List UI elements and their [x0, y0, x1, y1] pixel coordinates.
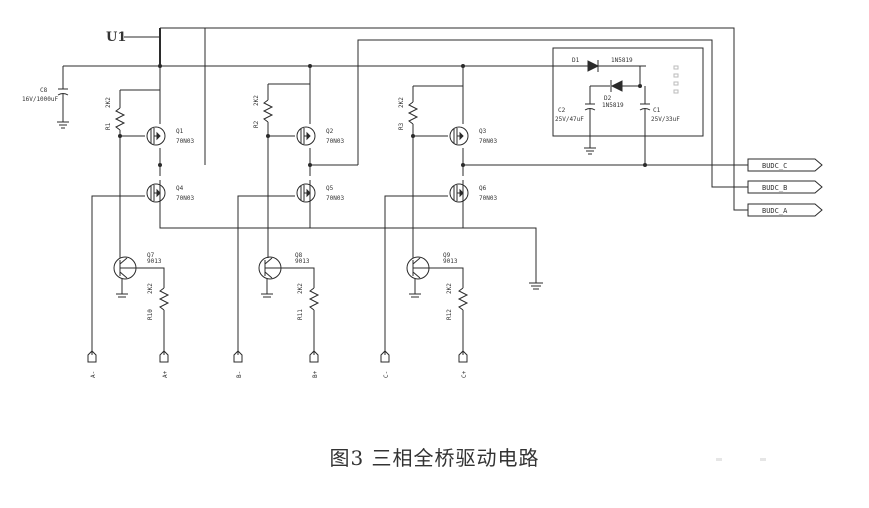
input-port-b-minus: B- — [233, 350, 243, 378]
svg-text:C+: C+ — [461, 370, 468, 378]
low-gate-wire — [91, 195, 145, 355]
base-resistor-c: 2K2 R12 — [438, 267, 469, 355]
junction — [461, 163, 465, 167]
svg-text:C1: C1 — [653, 107, 661, 114]
svg-text:R11: R11 — [297, 309, 304, 320]
bemf-block: D1 1N5819 D2 1N5819 C2 25V/47uF C — [552, 47, 704, 165]
phase-c: 2K2 R3 Q3 70N03 Q6 70N03 — [380, 66, 497, 378]
svg-text:R2: R2 — [253, 120, 260, 128]
svg-text:70N03: 70N03 — [176, 138, 194, 145]
gate-resistor-a: 2K2 R1 — [105, 89, 160, 258]
bjt-c: Q9 9013 — [406, 252, 458, 298]
svg-text:2K2: 2K2 — [147, 283, 154, 294]
gate-resistor-b: 2K2 R2 — [253, 83, 310, 258]
svg-text:B+: B+ — [312, 370, 319, 378]
svg-text:R3: R3 — [398, 122, 405, 130]
input-port-a-minus: A- — [87, 350, 97, 378]
mosfet-low-a: Q4 70N03 — [146, 180, 194, 205]
svg-text:A-: A- — [90, 371, 97, 378]
svg-text:Q2: Q2 — [326, 128, 334, 135]
svg-text:R12: R12 — [446, 309, 453, 320]
gate-resistor-c: 2K2 R3 — [398, 85, 463, 258]
cap-c1: C1 25V/33uF — [639, 86, 680, 165]
diode-d2: D2 1N5819 — [590, 80, 640, 109]
phase-a: 2K2 R1 Q1 70N03 Q4 70N03 — [87, 66, 194, 378]
input-port-b-plus: B+ — [309, 350, 319, 378]
input-port-c-minus: C- — [380, 350, 390, 378]
svg-text:9013: 9013 — [443, 258, 458, 265]
junction — [308, 163, 312, 167]
svg-text:2K2: 2K2 — [253, 95, 260, 106]
svg-text:R1: R1 — [105, 122, 112, 130]
svg-text:Q1: Q1 — [176, 128, 184, 135]
input-port-a-plus: A+ — [159, 350, 169, 378]
bjt-b: Q8 9013 — [258, 252, 310, 298]
base-resistor-a: 2K2 R10 — [140, 267, 170, 355]
svg-text:Q7: Q7 — [147, 252, 155, 259]
cap-c2: C2 25V/47uF — [555, 86, 596, 155]
output-port-budc-a: BUDC_A — [747, 203, 823, 217]
svg-text:C2: C2 — [558, 107, 566, 114]
svg-text:25V/33uF: 25V/33uF — [651, 116, 680, 123]
input-port-c-plus: C+ — [458, 350, 468, 378]
wire-phase-b — [357, 39, 748, 188]
phase-b: 2K2 R2 Q2 70N03 Q5 70N03 — [233, 66, 358, 378]
diode-d1: D1 1N5819 — [572, 57, 640, 72]
svg-text:70N03: 70N03 — [326, 195, 344, 202]
cap-main-ref: C8 — [40, 87, 48, 94]
svg-text:2K2: 2K2 — [446, 283, 453, 294]
svg-text:BUDC_C: BUDC_C — [762, 162, 787, 170]
junction — [158, 163, 162, 167]
svg-text:BUDC_B: BUDC_B — [762, 184, 787, 192]
low-gate-wire — [384, 195, 448, 355]
low-gate-wire — [237, 195, 295, 355]
svg-text:B-: B- — [236, 371, 243, 378]
mosfet-high-a: Q1 70N03 — [146, 66, 194, 176]
svg-text:R10: R10 — [147, 309, 154, 320]
svg-text:D2: D2 — [604, 95, 612, 102]
svg-text:Q8: Q8 — [295, 252, 303, 259]
ground-bus — [159, 205, 537, 283]
svg-text:Q6: Q6 — [479, 185, 487, 192]
svg-text:Q5: Q5 — [326, 185, 334, 192]
cap-main: C8 16V/1000uF — [22, 66, 69, 129]
svg-text:1N5819: 1N5819 — [611, 57, 633, 64]
svg-text:70N03: 70N03 — [479, 138, 497, 145]
svg-text:2K2: 2K2 — [398, 97, 405, 108]
bjt-a: Q7 9013 — [113, 252, 162, 298]
unlabeled-marks — [673, 65, 679, 94]
mosfet-low-b: Q5 70N03 — [296, 180, 344, 205]
ground-symbol — [529, 282, 543, 290]
svg-text:25V/47uF: 25V/47uF — [555, 116, 584, 123]
svg-text:2K2: 2K2 — [297, 283, 304, 294]
mosfet-high-c: Q3 70N03 — [449, 66, 497, 176]
output-port-budc-b: BUDC_B — [747, 180, 823, 194]
svg-text:2K2: 2K2 — [105, 97, 112, 108]
svg-text:Q3: Q3 — [479, 128, 487, 135]
svg-text:A+: A+ — [162, 370, 169, 378]
svg-text:Q4: Q4 — [176, 185, 184, 192]
speck — [760, 458, 766, 461]
svg-text:C-: C- — [383, 371, 390, 378]
figure-caption: 图3 三相全桥驱动电路 — [329, 446, 540, 470]
svg-text:Q9: Q9 — [443, 252, 451, 259]
circuit-schematic: U1 C8 16V/1000uF 2K2 R1 — [22, 27, 823, 378]
mosfet-low-c: Q6 70N03 — [449, 180, 497, 205]
svg-text:70N03: 70N03 — [176, 195, 194, 202]
bemf-block-frame — [552, 47, 704, 137]
supply-label: U1 — [106, 30, 126, 45]
svg-text:70N03: 70N03 — [326, 138, 344, 145]
svg-text:1N5819: 1N5819 — [602, 102, 624, 109]
svg-text:9013: 9013 — [295, 258, 310, 265]
output-port-budc-c: BUDC_C — [747, 158, 823, 172]
cap-main-value: 16V/1000uF — [22, 96, 59, 103]
svg-text:70N03: 70N03 — [479, 195, 497, 202]
base-resistor-b: 2K2 R11 — [290, 267, 320, 355]
speck — [716, 458, 722, 461]
svg-text:9013: 9013 — [147, 258, 162, 265]
wire-phase-a — [204, 27, 748, 211]
mosfet-high-b: Q2 70N03 — [296, 66, 344, 176]
svg-text:BUDC_A: BUDC_A — [762, 207, 788, 215]
svg-text:D1: D1 — [572, 57, 580, 64]
